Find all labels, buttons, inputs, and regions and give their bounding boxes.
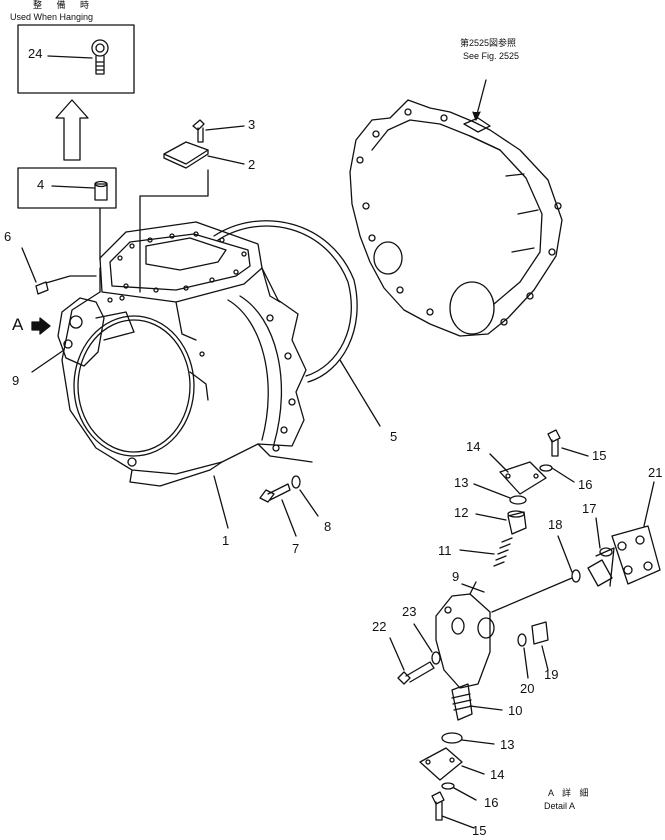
callout-15-top: 15 (592, 448, 607, 463)
pin-6 (21, 247, 97, 295)
bolt-7 (259, 483, 297, 537)
header-en-text: Used When Hanging (10, 12, 94, 22)
callout-2: 2 (248, 157, 256, 172)
detail-jp-text: A 詳 細 (548, 788, 592, 798)
callout-18: 18 (548, 517, 563, 532)
callout-9-main: 9 (12, 373, 20, 388)
reference-en-text: See Fig. 2525 (463, 51, 520, 61)
cover-2 (139, 141, 245, 293)
callout-6: 6 (4, 229, 12, 244)
callout-20: 20 (520, 681, 535, 696)
callout-13-bottom: 13 (500, 737, 515, 752)
detail-a-parts (389, 429, 661, 829)
callout-9-detail: 9 (452, 569, 460, 584)
callout-1: 1 (222, 533, 230, 548)
washer-8 (291, 475, 319, 517)
callout-21: 21 (648, 465, 663, 480)
up-arrow (55, 99, 89, 161)
callout-7: 7 (292, 541, 300, 556)
view-arrow-a (31, 317, 51, 335)
callout-23: 23 (402, 604, 417, 619)
callout-5: 5 (390, 429, 398, 444)
header-jp-text: 整 備 時 (33, 0, 96, 10)
callout-15-bottom: 15 (472, 823, 487, 838)
callout-22: 22 (372, 619, 387, 634)
o-ring-5 (213, 220, 381, 427)
callout-3: 3 (248, 117, 256, 132)
callout-4: 4 (37, 177, 45, 192)
callout-16-top: 16 (578, 477, 593, 492)
callout-13-top: 13 (454, 475, 469, 490)
callout-17: 17 (582, 501, 597, 516)
callout-24: 24 (28, 46, 43, 61)
eyebolt-ring (91, 39, 109, 57)
callout-14-top: 14 (466, 439, 481, 454)
callout-10: 10 (508, 703, 523, 718)
callout-14-bottom: 14 (490, 767, 505, 782)
flywheel-housing-cover (349, 79, 563, 337)
callout-11: 11 (438, 543, 452, 558)
valve-body-9-mounted (31, 297, 135, 373)
plug-inset-box (17, 167, 117, 209)
bolt-3 (192, 119, 245, 143)
detail-en-text: Detail A (544, 801, 576, 811)
hanging-inset-box (17, 24, 135, 94)
view-marker-a: A (12, 315, 24, 334)
callout-8: 8 (324, 519, 332, 534)
callout-12: 12 (454, 505, 469, 520)
callout-19: 19 (544, 667, 559, 682)
callout-16-bottom: 16 (484, 795, 499, 810)
flywheel-housing (61, 221, 313, 487)
reference-jp-text: 第2525図参照 (460, 38, 517, 48)
